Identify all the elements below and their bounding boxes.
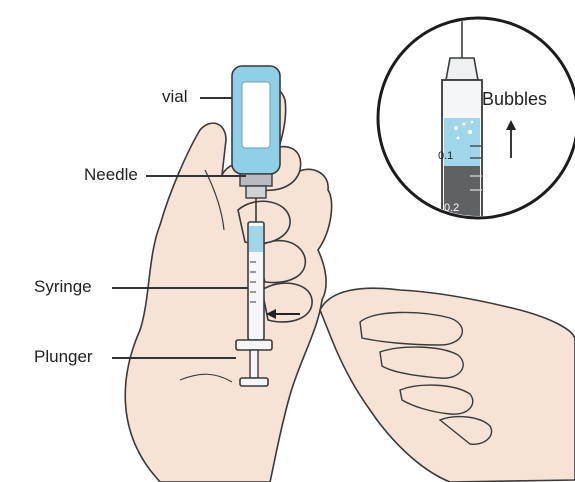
vial-label: vial (162, 88, 188, 105)
magnified-inset (378, 18, 575, 226)
syringe (248, 222, 264, 340)
scale-mark-01: 0.1 (438, 150, 453, 162)
scale-mark-02: 0.2 (444, 202, 459, 214)
needle-label: Needle (84, 166, 138, 183)
plunger-leader (112, 357, 236, 359)
plunger-label: Plunger (34, 348, 93, 365)
right-hand (320, 288, 575, 482)
bubbles-label: Bubbles (482, 90, 547, 108)
needle-leader (146, 175, 246, 177)
syringe-leader (112, 287, 248, 289)
left-hand (125, 85, 331, 482)
syringe-label: Syringe (34, 278, 92, 295)
vial-leader (200, 97, 232, 99)
